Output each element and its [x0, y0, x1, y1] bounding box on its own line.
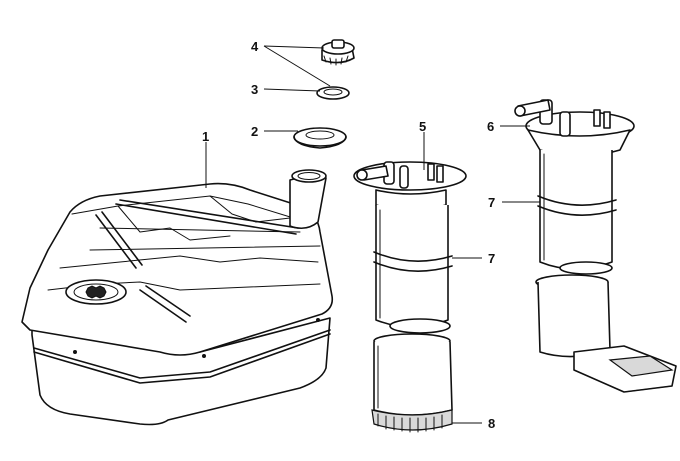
callouts: 1 2 3 4 5 6 7 7 8 — [202, 39, 495, 431]
leader-3 — [263, 88, 321, 92]
callout-1: 1 — [202, 129, 209, 144]
leader-4a — [263, 45, 325, 49]
callout-8: 8 — [488, 416, 495, 431]
callout-4: 4 — [251, 39, 259, 54]
leader-4b — [263, 45, 331, 87]
callout-3: 3 — [251, 82, 258, 97]
callout-7-pump: 7 — [488, 195, 495, 210]
leader-lines — [205, 45, 540, 424]
callout-7-sender: 7 — [488, 251, 495, 266]
pump-unit — [514, 99, 677, 393]
seal-ring — [316, 86, 350, 100]
callout-5: 5 — [419, 119, 426, 134]
filler-cap — [321, 39, 355, 66]
filler-gasket — [293, 127, 347, 149]
callout-2: 2 — [251, 124, 258, 139]
callout-6: 6 — [487, 119, 494, 134]
fuel-tank — [21, 169, 334, 426]
sender-unit — [353, 161, 467, 433]
